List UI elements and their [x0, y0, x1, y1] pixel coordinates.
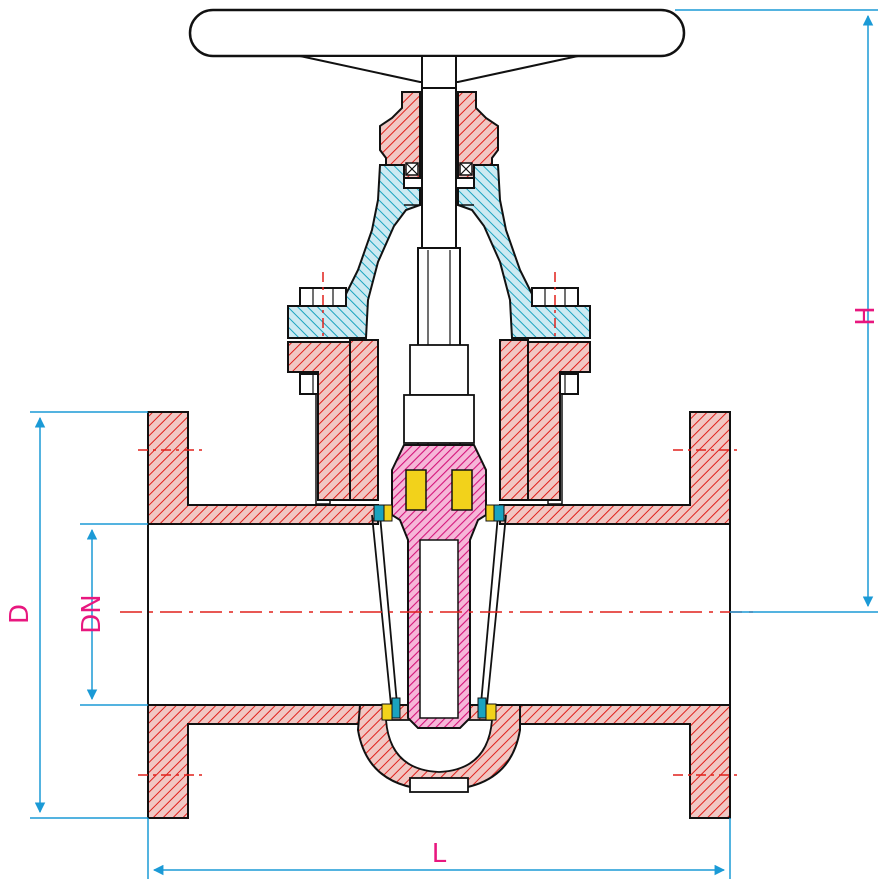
- dimension-label-h: H: [851, 306, 878, 326]
- seal-ring-icon: [373, 504, 385, 522]
- dimension-label-l: L: [432, 839, 447, 869]
- dimension-label-d: D: [5, 604, 35, 624]
- gland-housing: [379, 91, 499, 179]
- gate-wedge: [371, 444, 507, 729]
- dimension-DN: DN: [77, 523, 148, 706]
- valve-body: [130, 339, 740, 819]
- dimension-H: H: [675, 9, 878, 613]
- stem-nut-right: [451, 469, 473, 511]
- stem-nut-left: [405, 469, 427, 511]
- dimension-D: D: [5, 411, 148, 819]
- stem-top: [421, 55, 457, 89]
- handwheel-rim: [188, 8, 686, 58]
- dimension-label-dn: DN: [77, 594, 107, 633]
- dimension-L: L: [147, 818, 731, 879]
